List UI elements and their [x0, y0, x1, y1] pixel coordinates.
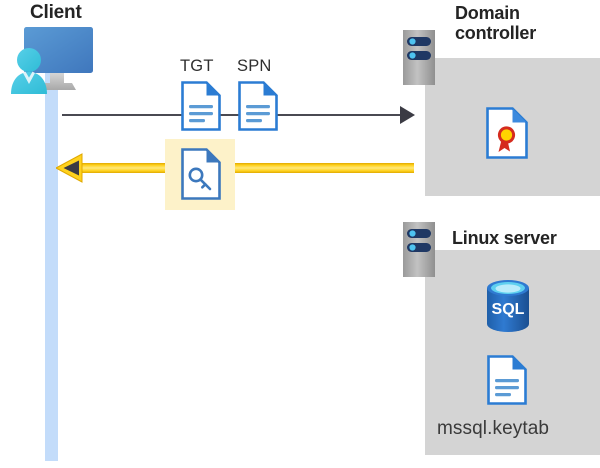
client-title: Client [30, 2, 82, 23]
tgt-document-icon [181, 81, 221, 136]
domain-controller-title-line1: Domain [455, 3, 520, 23]
request-arrow-right [62, 100, 417, 135]
client-lifeline [45, 60, 58, 461]
tgt-label: TGT [180, 57, 214, 75]
domain-controller-server-rack-icon [403, 30, 435, 85]
response-arrow-left [54, 152, 414, 189]
domain-controller-title-line2: controller [455, 23, 537, 44]
certificate-icon [486, 107, 528, 164]
linux-server-title: Linux server [452, 228, 557, 248]
keytab-document-icon [487, 355, 527, 410]
sql-database-icon: SQL [483, 278, 533, 339]
sql-database-label: SQL [492, 301, 525, 318]
key-document-icon [181, 148, 221, 205]
spn-label: SPN [237, 57, 272, 75]
domain-controller-title: Domain controller [455, 3, 595, 43]
linux-server-rack-icon [403, 222, 435, 277]
client-computer-icon [5, 24, 105, 101]
keytab-filename-label: mssql.keytab [437, 418, 550, 439]
spn-document-icon [238, 81, 278, 136]
